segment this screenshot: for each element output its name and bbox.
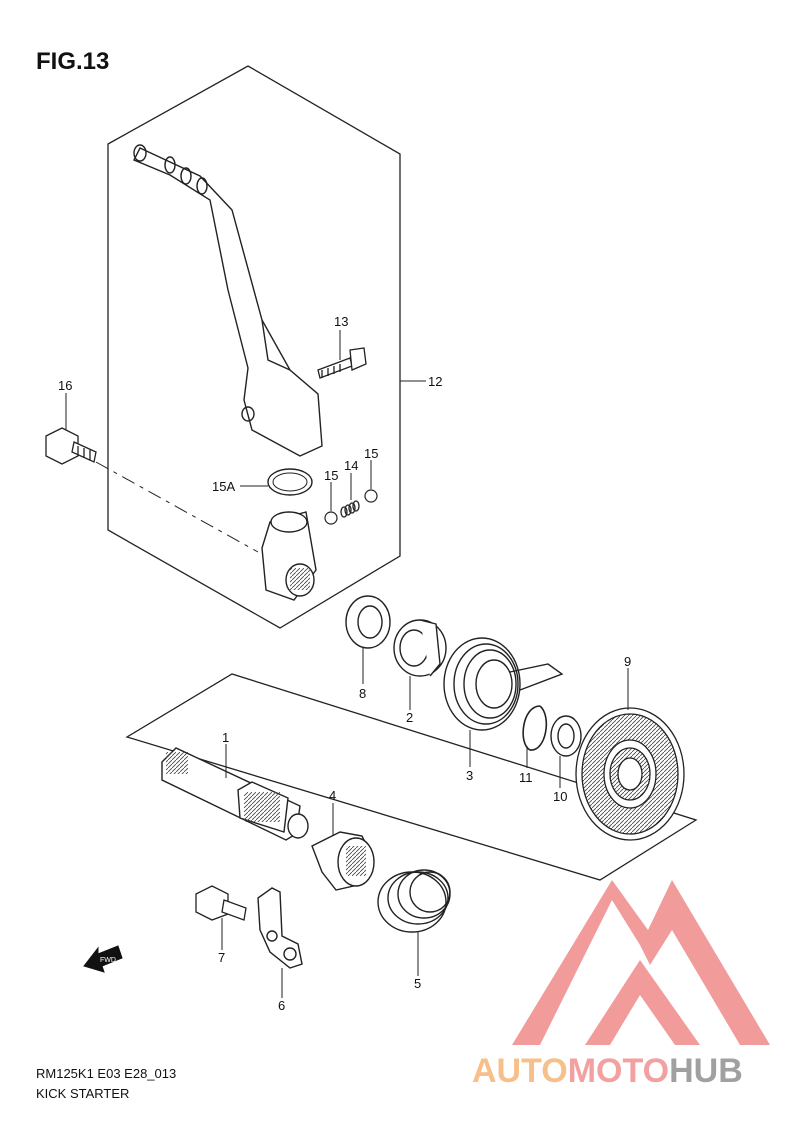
callout-14: 14	[344, 458, 358, 473]
ball-15-left	[324, 511, 338, 525]
callout-13: 13	[334, 314, 348, 329]
circlip-11	[522, 705, 548, 751]
group-12-outline	[107, 65, 401, 629]
callout-7: 7	[218, 950, 225, 965]
callout-16: 16	[58, 378, 72, 393]
callout-11: 11	[519, 770, 533, 785]
watermark-logo	[512, 880, 770, 1045]
bolt-13	[317, 347, 367, 379]
bolt-16	[45, 427, 97, 465]
watermark-text: AUTOMOTOHUB	[472, 1052, 743, 1090]
spring-14	[340, 500, 360, 518]
callout-4: 4	[329, 788, 336, 803]
washer-10	[550, 715, 582, 757]
ball-15-right	[364, 489, 378, 503]
kick-gear-9	[575, 707, 685, 841]
diagram-name: KICK STARTER	[36, 1086, 130, 1101]
kick-starter-lever	[133, 144, 323, 457]
oil-seal-8	[345, 595, 391, 649]
callout-5: 5	[414, 976, 421, 991]
kick-spring-3	[443, 637, 564, 731]
callout-15-right: 15	[364, 446, 378, 461]
callout-2: 2	[406, 710, 413, 725]
spring-5	[377, 869, 451, 933]
callout-12: 12	[428, 374, 442, 389]
callout-9: 9	[624, 654, 631, 669]
callout-6: 6	[278, 998, 285, 1013]
bolt-7	[195, 885, 247, 921]
callout-15-left: 15	[324, 468, 338, 483]
kick-shaft-1	[161, 747, 309, 841]
o-ring-15a	[267, 468, 313, 496]
fwd-label: FWD	[100, 957, 116, 964]
group-shaft-outline	[125, 673, 698, 881]
guide-2	[393, 619, 447, 677]
callout-1: 1	[222, 730, 229, 745]
kick-lever-boss	[261, 511, 317, 601]
diagram-code: RM125K1 E03 E28_013	[36, 1066, 177, 1081]
callout-10: 10	[553, 789, 567, 804]
forward-arrow	[83, 945, 123, 973]
callout-8: 8	[359, 686, 366, 701]
callout-3: 3	[466, 768, 473, 783]
ratchet-4	[311, 831, 375, 891]
figure-title: FIG.13	[36, 48, 110, 75]
guide-plate-6	[257, 887, 303, 969]
callout-15A: 15A	[212, 479, 235, 494]
